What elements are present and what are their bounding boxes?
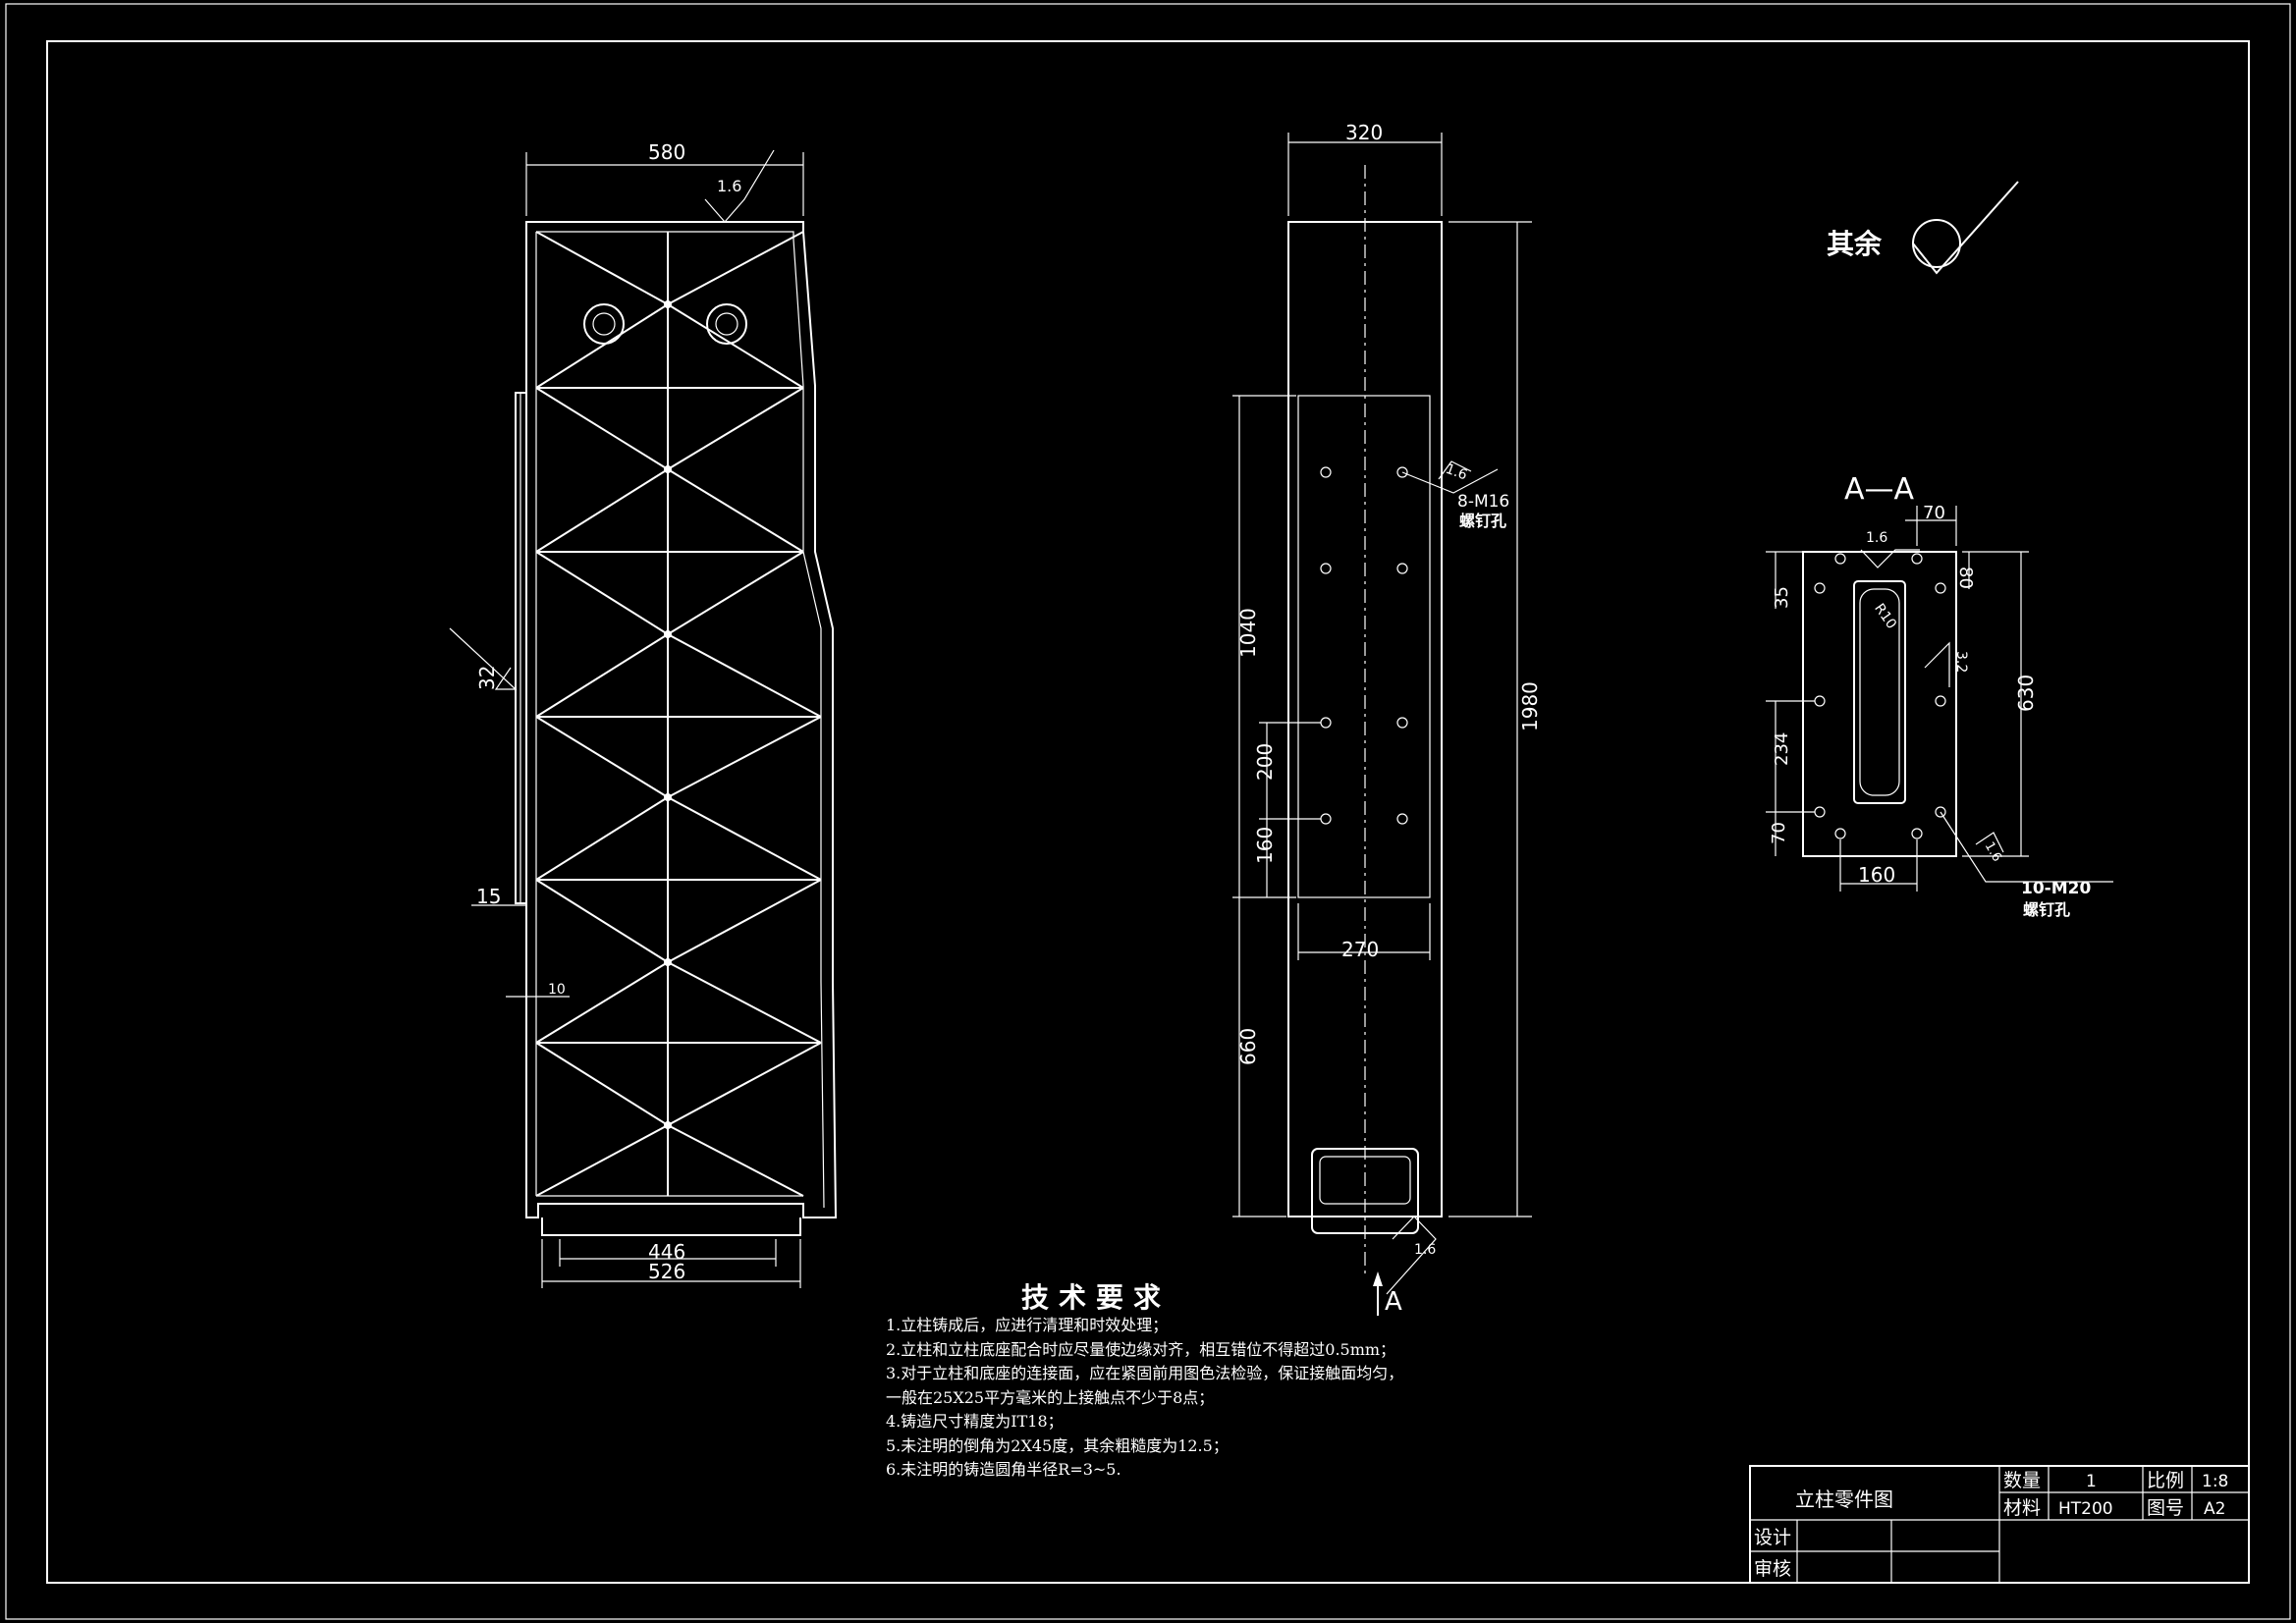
title-block: 立柱零件图 数量 1 比例 1:8 材料 HT200 图号 A2 设计 审核 <box>1749 1465 2250 1584</box>
roughness-symbol-top <box>704 149 775 223</box>
roughness-check-symbol <box>1912 181 2019 275</box>
dim-aa-234: 234 <box>1772 732 1792 766</box>
dim-1980: 1980 <box>1518 681 1542 731</box>
dim-160: 160 <box>1253 827 1277 864</box>
tech-requirement-6: 6.未注明的铸造圆角半径R=3~5. <box>886 1460 1121 1479</box>
tech-requirement-2: 2.立柱和立柱底座配合时应尽量使边缘对齐，相互错位不得超过0.5mm； <box>886 1339 1396 1359</box>
scale-label: 比例 <box>2147 1470 2184 1491</box>
drawing-frame <box>46 40 2250 1584</box>
side-holes <box>1320 466 1408 825</box>
front-inner-wall <box>536 231 825 1209</box>
section-marker-a: A <box>1385 1287 1402 1317</box>
tech-requirement-4: 4.铸造尺寸精度为IT18； <box>886 1412 1064 1431</box>
truss-ribs <box>535 231 822 1197</box>
side-view: 320 1980 1040 200 160 660 270 1.6 8-M16 … <box>1232 121 1542 1317</box>
dim-32: 32 <box>475 666 499 690</box>
hole-note-side: 螺钉孔 <box>1459 512 1506 530</box>
hole-note-aa: 螺钉孔 <box>2023 900 2070 919</box>
dim-15: 15 <box>476 885 501 908</box>
qty-label: 数量 <box>2003 1470 2041 1491</box>
front-view-outline <box>515 221 838 1218</box>
dim-526: 526 <box>648 1260 685 1283</box>
outer-border <box>5 3 2291 1620</box>
dim-446: 446 <box>648 1240 685 1264</box>
hole-spec-8-m16: 8-M16 <box>1457 492 1509 512</box>
lifting-hole-right-inner <box>715 312 738 336</box>
roughness-bottom: 1.6 <box>1414 1242 1436 1258</box>
material-value: HT200 <box>2058 1499 2113 1519</box>
drawing-no-label: 图号 <box>2147 1497 2184 1519</box>
side-bottom-opening-inner <box>1319 1156 1411 1205</box>
roughness-hole-side: 1.6 <box>1444 461 1469 484</box>
roughness-aa-top: 1.6 <box>1866 530 1887 546</box>
dim-aa-r10: R10 <box>1871 601 1899 632</box>
scale-value: 1:8 <box>2202 1472 2228 1491</box>
front-view: 580 1.6 32 15 10 446 526 <box>449 140 838 1288</box>
dim-320: 320 <box>1345 121 1383 144</box>
dim-10: 10 <box>548 982 566 998</box>
dim-aa-70-bottom: 70 <box>1769 822 1789 844</box>
roughness-top: 1.6 <box>717 177 741 195</box>
roughness-symbol-side <box>449 627 518 690</box>
section-aa: A—A 70 1.6 35 80 R10 3.2 630 234 <box>1766 472 2113 919</box>
tech-requirement-3: 3.对于立柱和底座的连接面，应在紧固前用图色法检验，保证接触面均匀， <box>886 1364 1404 1382</box>
drawing-no-value: A2 <box>2204 1499 2225 1519</box>
lifting-hole-right <box>706 303 747 345</box>
lifting-hole-left <box>583 303 625 345</box>
dim-270: 270 <box>1341 938 1379 961</box>
dim-1040: 1040 <box>1236 608 1260 658</box>
dim-aa-80: 80 <box>1955 567 1976 589</box>
qty-value: 1 <box>2086 1472 2097 1491</box>
tech-requirement-5: 5.未注明的倒角为2X45度，其余粗糙度为12.5； <box>886 1435 1229 1455</box>
tech-requirements-list: 1.立柱铸成后，应进行清理和时效处理； 2.立柱和立柱底座配合时应尽量使边缘对齐… <box>886 1314 1475 1483</box>
dim-aa-35: 35 <box>1772 586 1792 609</box>
material-label: 材料 <box>2003 1497 2041 1519</box>
section-aa-title: A—A <box>1844 472 1915 507</box>
section-outline <box>1802 551 1957 857</box>
lifting-hole-left-inner <box>592 312 616 336</box>
side-window <box>1297 395 1431 898</box>
review-label: 审核 <box>1754 1558 1791 1580</box>
aa-hole-leader <box>1940 811 2113 883</box>
front-base <box>541 1217 801 1236</box>
dim-580: 580 <box>648 140 685 164</box>
roughness-symbol-bottom <box>1386 1216 1437 1295</box>
hole-leader <box>1401 468 1499 494</box>
section-slot-inner <box>1859 588 1900 796</box>
dim-aa-630: 630 <box>2014 675 2038 712</box>
design-label: 设计 <box>1754 1527 1791 1548</box>
dim-660: 660 <box>1236 1028 1260 1065</box>
tech-requirement-3-cont: 一般在25X25平方毫米的上接触点不少于8点； <box>886 1387 1215 1407</box>
dim-aa-70-top: 70 <box>1923 503 1945 523</box>
truss-nodes <box>664 300 672 1129</box>
section-slot <box>1853 580 1906 804</box>
side-bottom-opening <box>1311 1148 1419 1234</box>
general-roughness: 其余 <box>1827 181 2019 275</box>
roughness-aa-hole: 1.6 <box>1982 839 2004 864</box>
general-roughness-label: 其余 <box>1827 228 1883 260</box>
tech-requirement-1: 1.立柱铸成后，应进行清理和时效处理； <box>886 1316 1169 1334</box>
dim-aa-160: 160 <box>1858 863 1895 887</box>
hole-spec-10-m20: 10-M20 <box>2021 879 2091 898</box>
roughness-aa-side: 3.2 <box>1953 651 1969 673</box>
tech-requirements-title: 技术要求 <box>1021 1281 1172 1314</box>
dim-200: 200 <box>1253 743 1277 781</box>
drawing-name: 立柱零件图 <box>1795 1488 1893 1511</box>
